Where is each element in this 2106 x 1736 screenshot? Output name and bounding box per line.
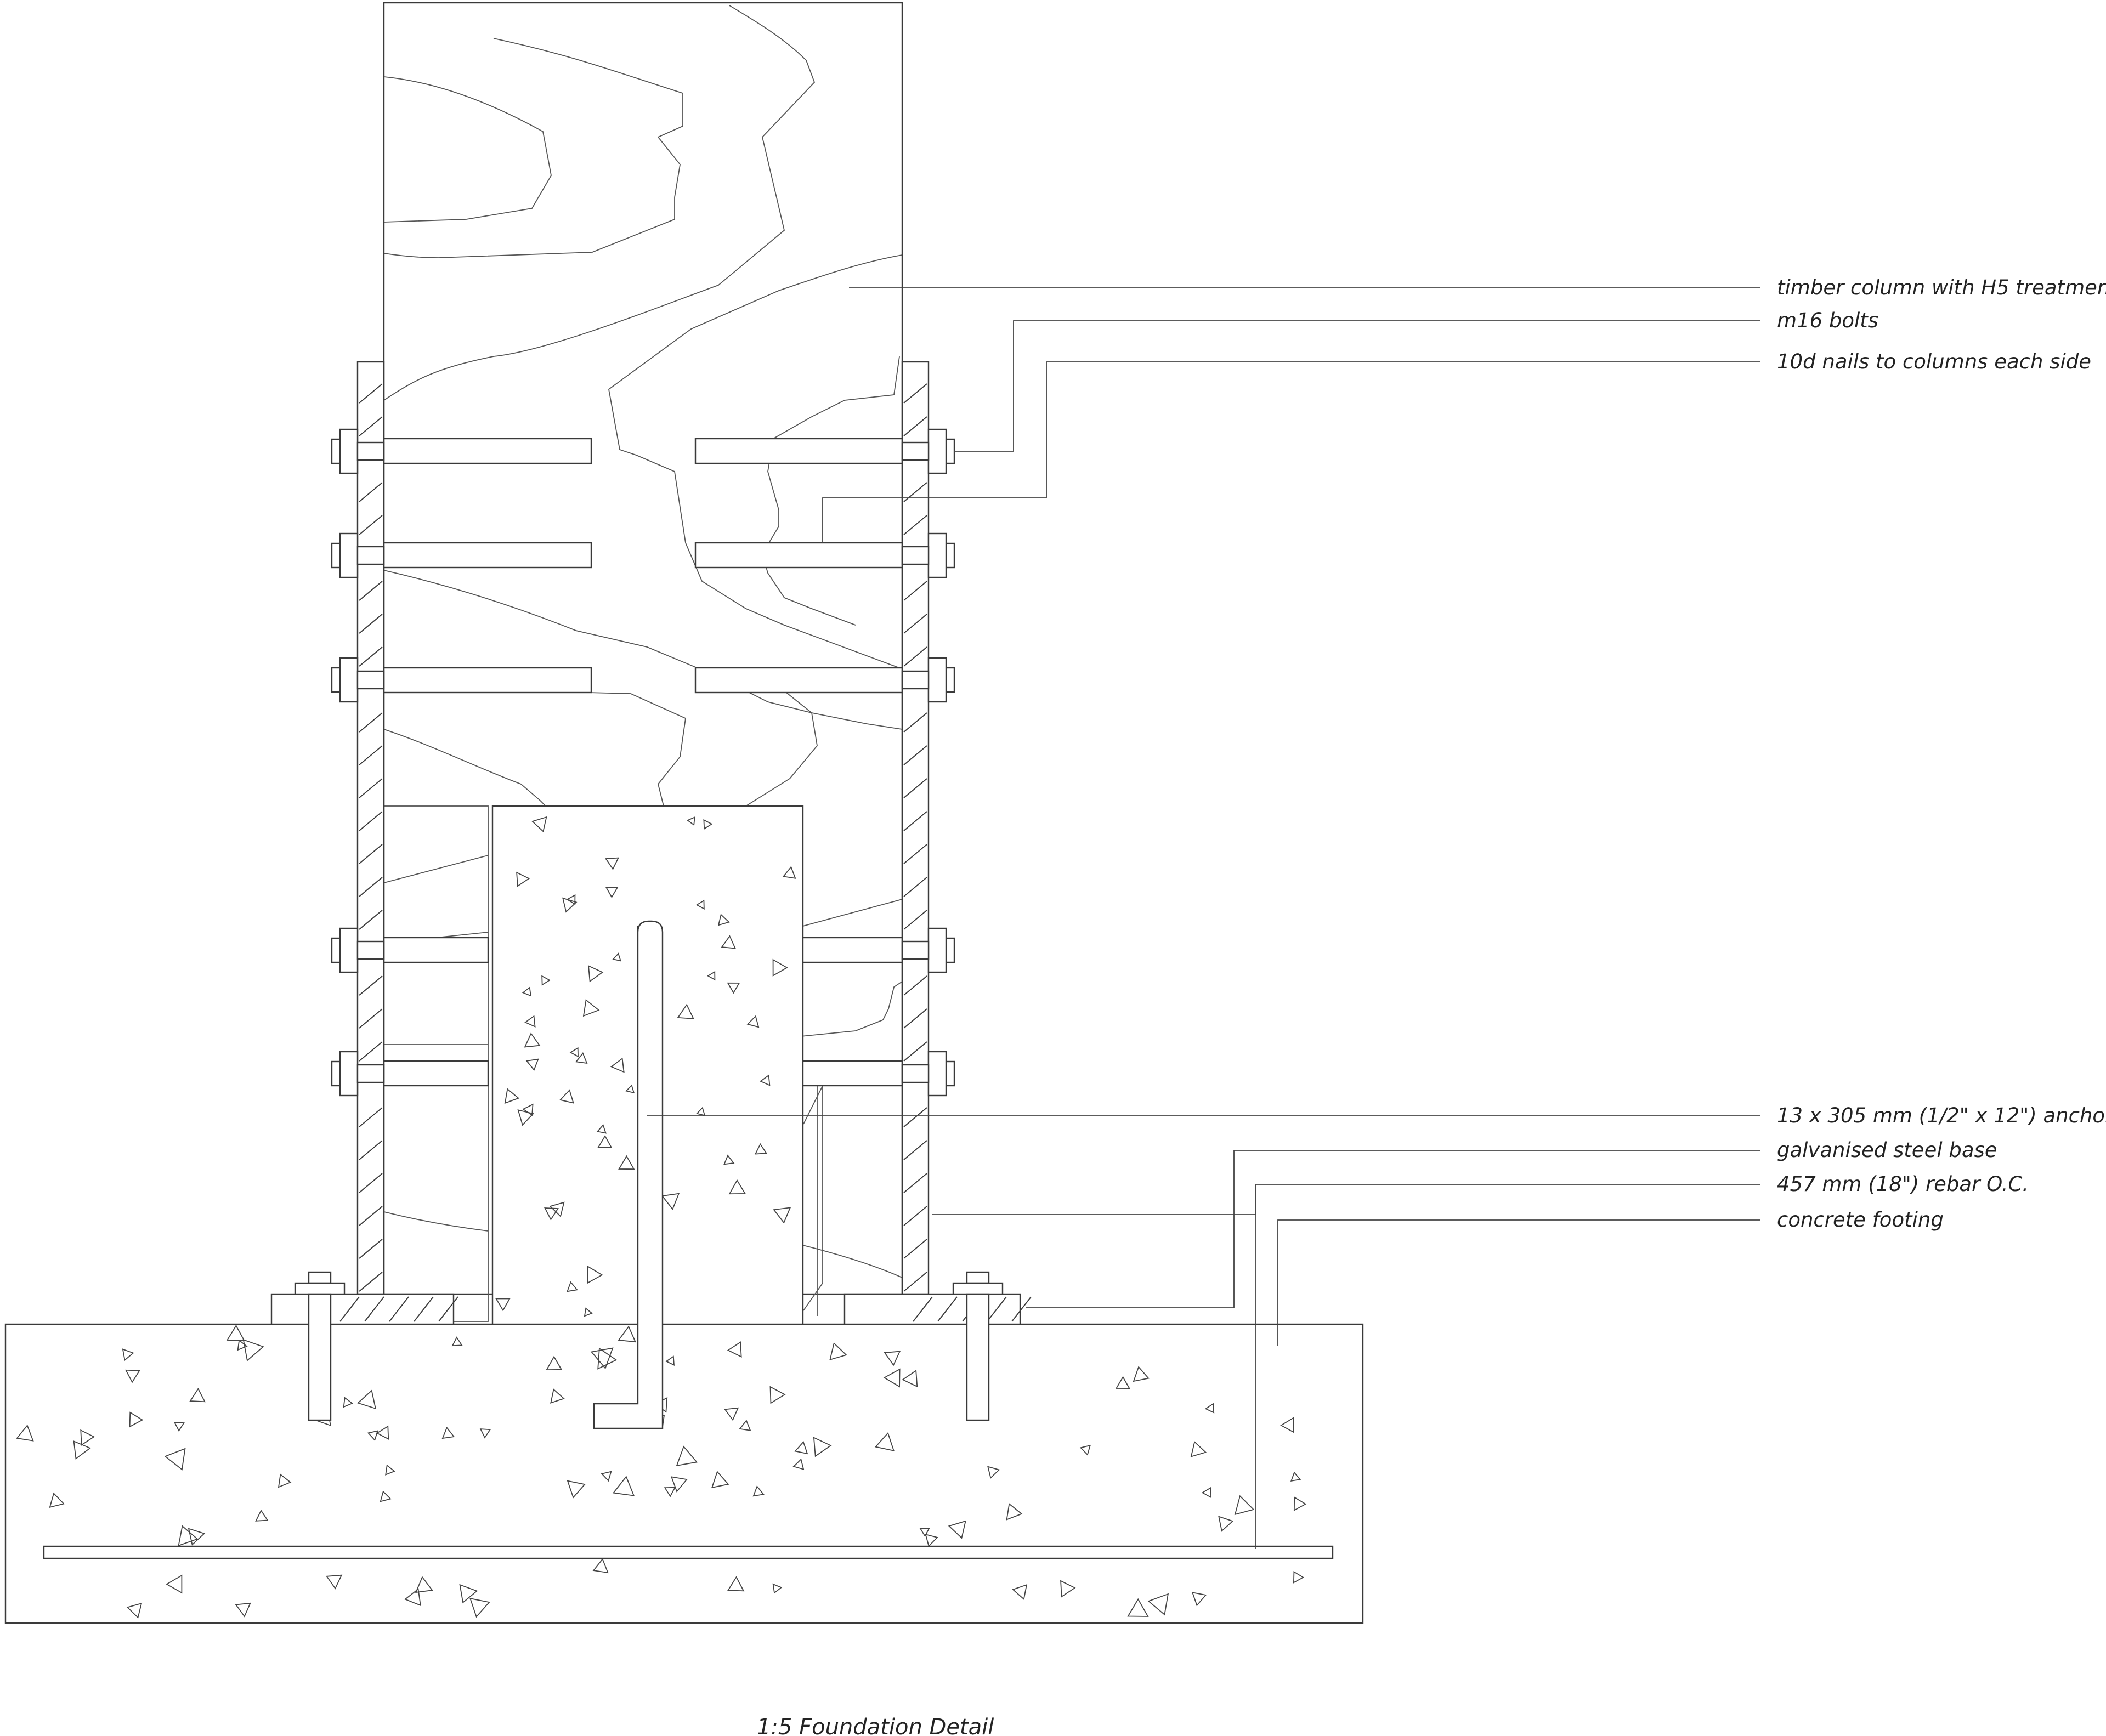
drawing-caption: 1:5 Foundation Detail: [757, 1715, 994, 1736]
label-steel-base: galvanised steel base: [1777, 1138, 1997, 1162]
footing-aggregate: [16, 1324, 1307, 1619]
pier-aggregate: [495, 816, 796, 1317]
label-nails: 10d nails to columns each side: [1777, 350, 2091, 373]
anchor-bolt: [593, 920, 664, 1429]
label-concrete-footing: concrete footing: [1777, 1208, 1944, 1232]
label-timber-column: timber column with H5 treatment: [1777, 276, 2106, 299]
label-rebar: 457 mm (18") rebar O.C.: [1777, 1172, 2029, 1196]
base-anchor-bolts: [294, 1271, 1004, 1421]
rebar: [43, 1545, 1334, 1559]
label-anchor-bolt: 13 x 305 mm (1/2" x 12") anchor bolt: [1777, 1104, 2106, 1127]
concrete-footing: [4, 1323, 1364, 1624]
m16-bolt-heads: [331, 428, 955, 1097]
annotation-labels: timber column with H5 treatment m16 bolt…: [1777, 276, 2106, 1232]
leader-lines: [647, 287, 1760, 1549]
galvanised-steel-base: [270, 361, 1032, 1325]
label-m16-bolts: m16 bolts: [1777, 309, 1878, 332]
